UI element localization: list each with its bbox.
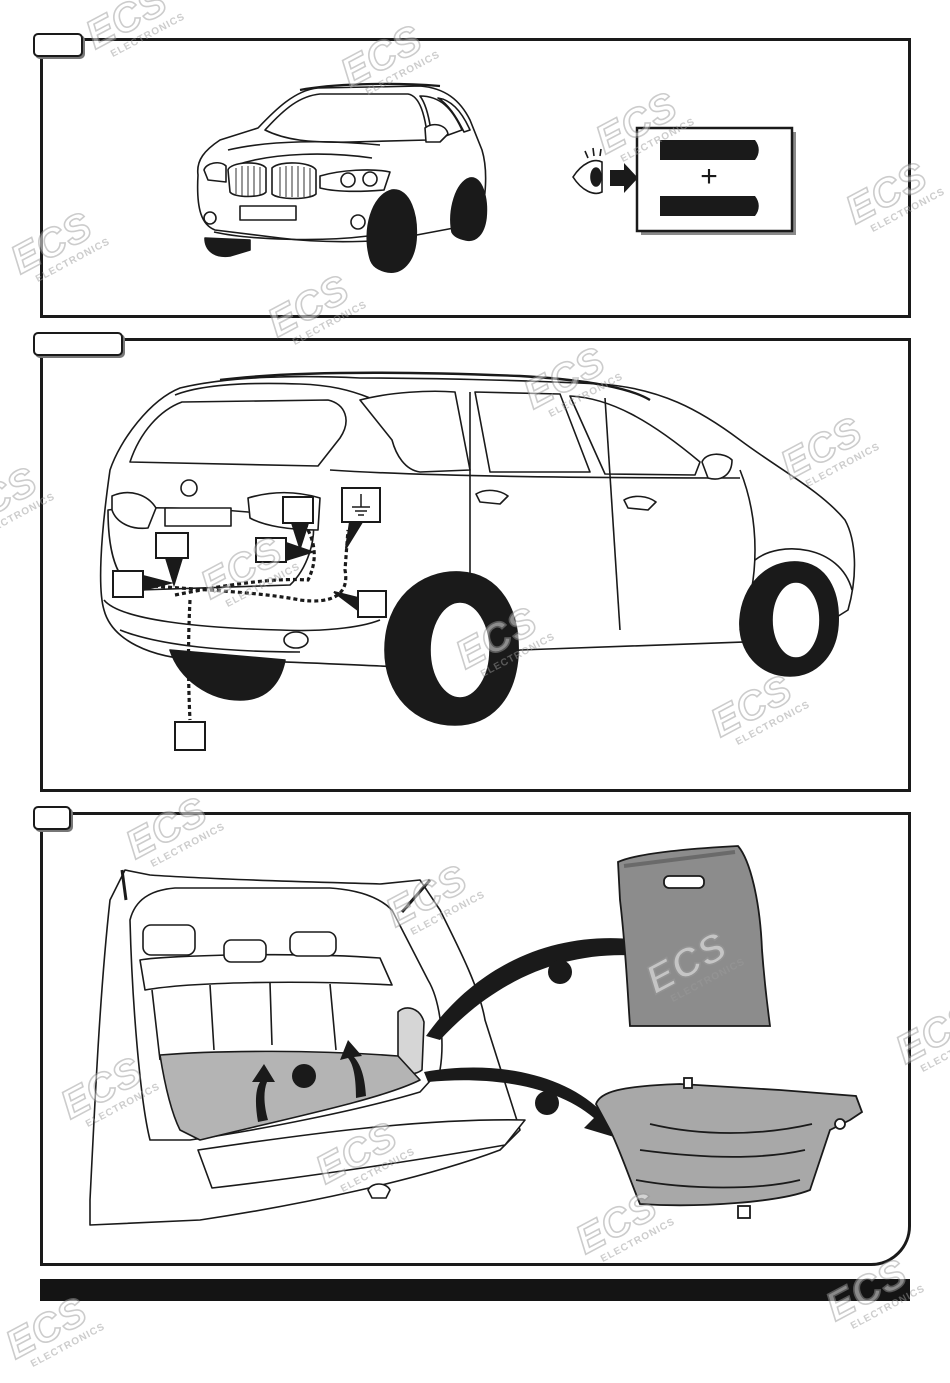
marker-box-6	[174, 721, 206, 751]
panel-1-drawing	[196, 82, 796, 273]
marker-box-5	[333, 590, 387, 618]
curved-arrow-icon	[252, 1040, 366, 1122]
panel-2-drawing	[99, 371, 856, 751]
step-tab-1	[33, 33, 83, 57]
step-tab-2	[33, 332, 123, 356]
step-dot-center	[292, 1064, 316, 1088]
car-front-illustration	[196, 82, 488, 273]
removal-arrow-lower	[424, 1067, 624, 1140]
car-rear-illustration	[99, 371, 856, 726]
panel-3-drawing	[89, 845, 864, 1226]
cable-route	[139, 519, 350, 721]
marker-box-4	[255, 537, 316, 563]
marker-box-2	[112, 570, 174, 598]
footer-bar	[40, 1279, 910, 1301]
terminal-bottom	[660, 196, 759, 216]
terminal-top	[660, 140, 759, 160]
plus-sign: +	[700, 160, 718, 193]
floor-cover-removed	[595, 1077, 864, 1219]
trunk-interior-illustration	[89, 869, 526, 1226]
removal-arrow-upper	[426, 920, 680, 1040]
eye-icon	[572, 147, 603, 195]
arrow-right-icon	[610, 163, 638, 193]
step-tab-3	[33, 806, 71, 830]
side-trim-panel-removed	[617, 845, 772, 1027]
marker-boxes	[112, 487, 387, 751]
marker-box-1	[155, 532, 189, 588]
marker-box-3	[282, 496, 314, 552]
connector-polarity-box	[635, 126, 796, 235]
ground-symbol-icon	[352, 494, 370, 516]
